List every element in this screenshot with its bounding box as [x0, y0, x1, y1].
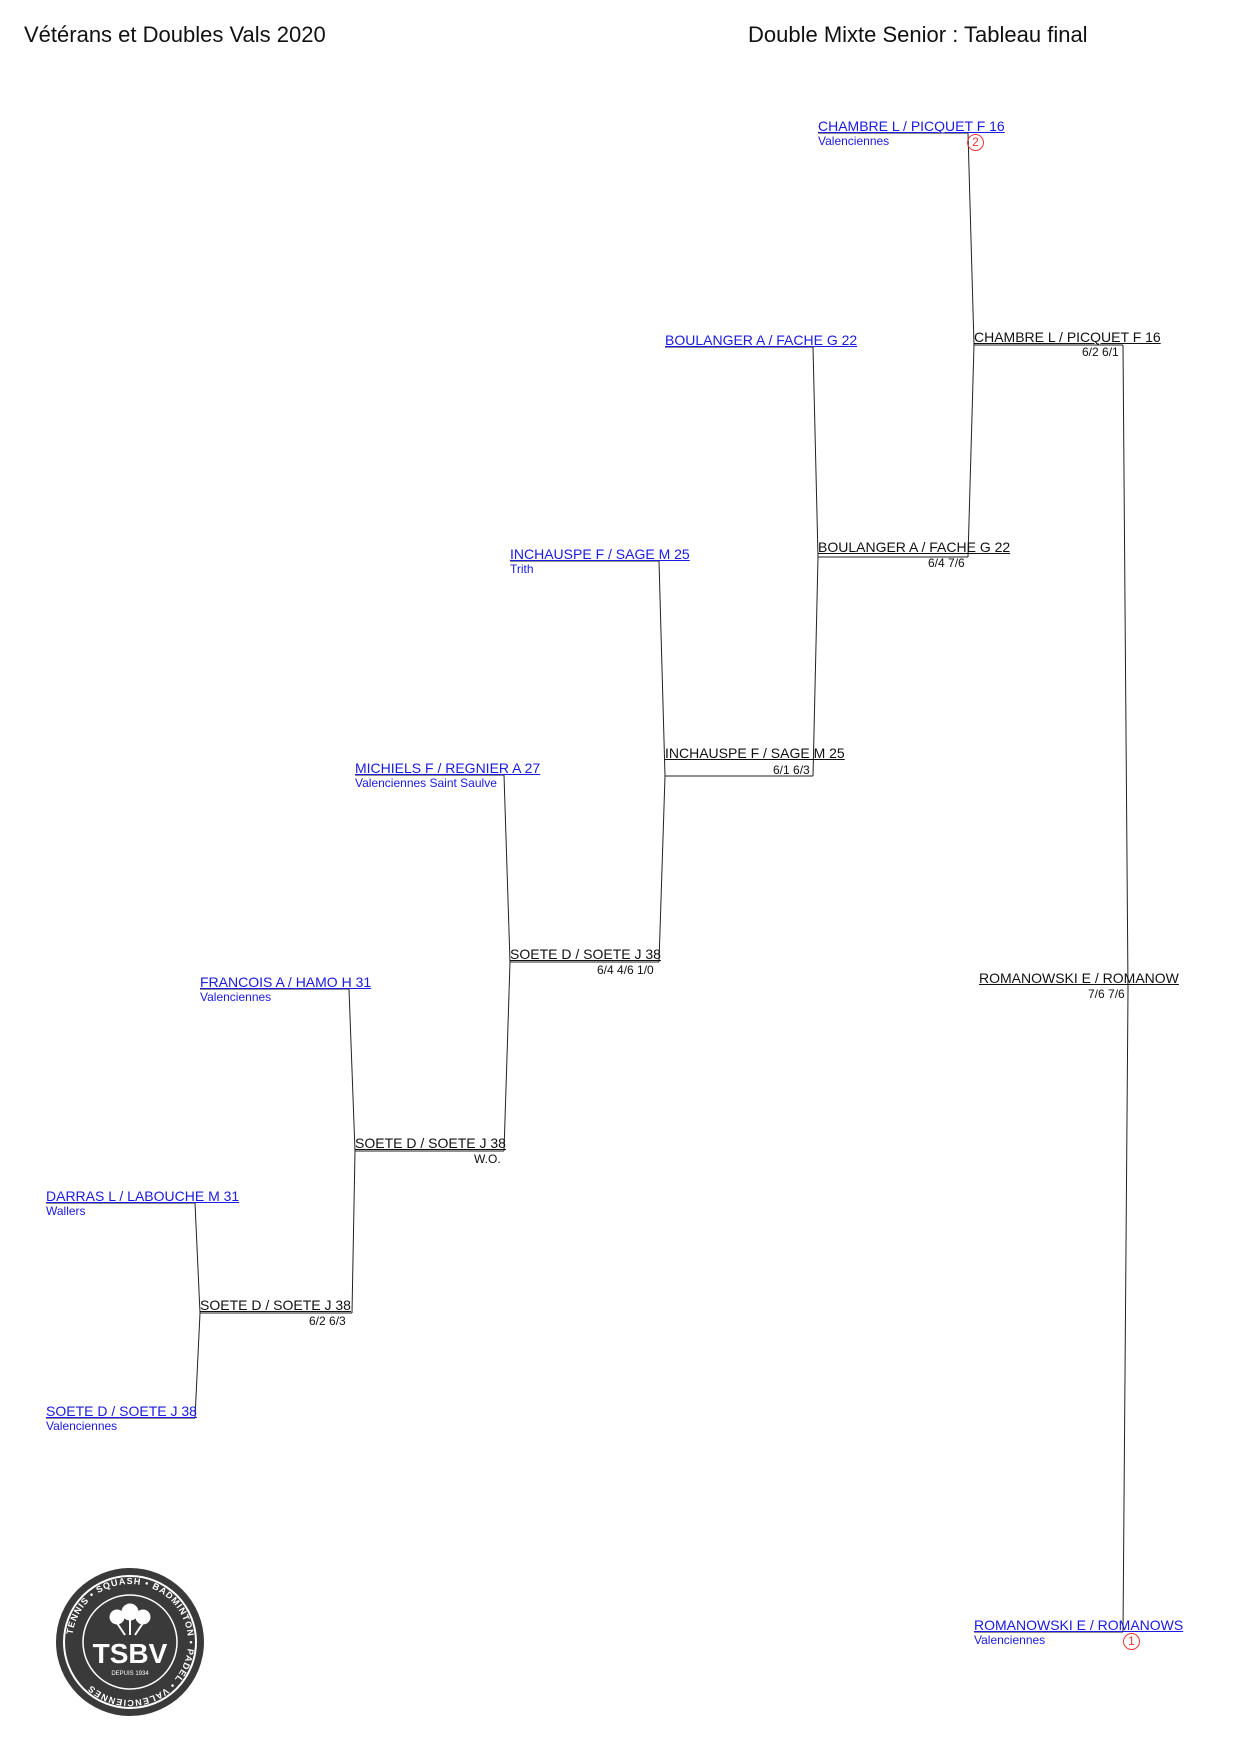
match-score: 6/4 4/6 1/0 [597, 963, 654, 977]
logo-since: DEPUIS 1934 [111, 1671, 149, 1677]
match-winner: INCHAUSPE F / SAGE M 25 [665, 745, 845, 761]
match-winner: SOETE D / SOETE J 38 [200, 1297, 351, 1313]
bracket-line [503, 774, 511, 963]
entry-name[interactable]: SOETE D / SOETE J 38 [46, 1403, 197, 1419]
entry-name[interactable]: ROMANOWSKI E / ROMANOWS [974, 1617, 1184, 1633]
winner-name: BOULANGER A / FACHE G 22 [818, 539, 1011, 555]
entry-name[interactable]: BOULANGER A / FACHE G 22 [665, 332, 858, 348]
winner-name: SOETE D / SOETE J 38 [355, 1135, 506, 1151]
logo-text: TSBV [93, 1638, 168, 1669]
bracket-line [967, 132, 975, 346]
bracket-line [1122, 344, 1129, 991]
bracket-line [351, 1150, 356, 1314]
winner-name: SOETE D / SOETE J 38 [510, 946, 661, 962]
match-score: W.O. [474, 1152, 501, 1166]
entry-boulanger-fache[interactable]: BOULANGER A / FACHE G 22 [665, 332, 857, 348]
entry-romanowski-romanowski[interactable]: ROMANOWSKI E / ROMANOWS Valenciennes [974, 1617, 1188, 1647]
tsbv-logo: TENNIS • SQUASH • BADMINTON • PADEL • VA… [56, 1568, 204, 1716]
bracket-line [658, 560, 666, 777]
match-score: 6/2 6/3 [309, 1314, 346, 1328]
entry-soete-soete[interactable]: SOETE D / SOETE J 38 Valenciennes [46, 1403, 197, 1433]
match-winner: ROMANOWSKI E / ROMANOW [979, 970, 1185, 986]
entry-name[interactable]: INCHAUSPE F / SAGE M 25 [510, 546, 690, 562]
bracket-line [503, 961, 511, 1152]
entry-francois-hamo[interactable]: FRANCOIS A / HAMO H 31 Valenciennes [200, 974, 371, 1004]
match-winner: BOULANGER A / FACHE G 22 [818, 539, 1010, 555]
bracket-line [812, 346, 819, 558]
bracket-line [967, 344, 975, 558]
entry-name[interactable]: DARRAS L / LABOUCHE M 31 [46, 1188, 240, 1204]
match-score: 6/1 6/3 [773, 763, 810, 777]
entry-name[interactable]: FRANCOIS A / HAMO H 31 [200, 974, 372, 990]
entry-club: Wallers [46, 1204, 86, 1218]
entry-club: Valenciennes [46, 1419, 118, 1433]
bracket-line [658, 775, 666, 963]
winner-name: SOETE D / SOETE J 38 [200, 1297, 351, 1313]
entry-michiels-regnier[interactable]: MICHIELS F / REGNIER A 27 Valenciennes S… [355, 760, 541, 790]
match-score: 6/2 6/1 [1082, 345, 1119, 359]
seed-badge: 1 [1123, 1633, 1140, 1650]
entry-club: Valenciennes [974, 1633, 1046, 1647]
draw-title: Double Mixte Senior : Tableau final [748, 22, 1088, 47]
entry-inchauspe-sage[interactable]: INCHAUSPE F / SAGE M 25 Trith [510, 546, 690, 576]
winner-name: INCHAUSPE F / SAGE M 25 [665, 745, 845, 761]
match-score: 6/4 7/6 [928, 556, 965, 570]
entry-club: Valenciennes Saint Saulve [355, 776, 497, 790]
bracket-line [194, 1312, 201, 1419]
entry-darras-labouche[interactable]: DARRAS L / LABOUCHE M 31 Wallers [46, 1188, 239, 1218]
entry-club: Valenciennes [200, 990, 272, 1004]
bracket-line [812, 556, 819, 777]
entry-name[interactable]: CHAMBRE L / PICQUET F 16 [818, 118, 1005, 134]
entry-club: Valenciennes [818, 134, 890, 148]
seed-badge: 2 [967, 134, 984, 151]
match-winner: SOETE D / SOETE J 38 [510, 946, 661, 962]
entry-chambre-picquet[interactable]: CHAMBRE L / PICQUET F 16 Valenciennes [818, 118, 1005, 148]
winner-name: CHAMBRE L / PICQUET F 16 [974, 329, 1161, 345]
entry-name[interactable]: MICHIELS F / REGNIER A 27 [355, 760, 541, 776]
match-winner: SOETE D / SOETE J 38 [355, 1135, 506, 1151]
bracket-line [194, 1202, 201, 1314]
tournament-title: Vétérans et Doubles Vals 2020 [24, 22, 326, 47]
bracket-line [348, 988, 356, 1152]
entry-club: Trith [510, 562, 534, 576]
bracket-line [1122, 989, 1129, 1633]
winner-name: ROMANOWSKI E / ROMANOW [979, 970, 1179, 986]
match-score: 7/6 7/6 [1088, 987, 1125, 1001]
match-winner: CHAMBRE L / PICQUET F 16 [974, 329, 1161, 345]
